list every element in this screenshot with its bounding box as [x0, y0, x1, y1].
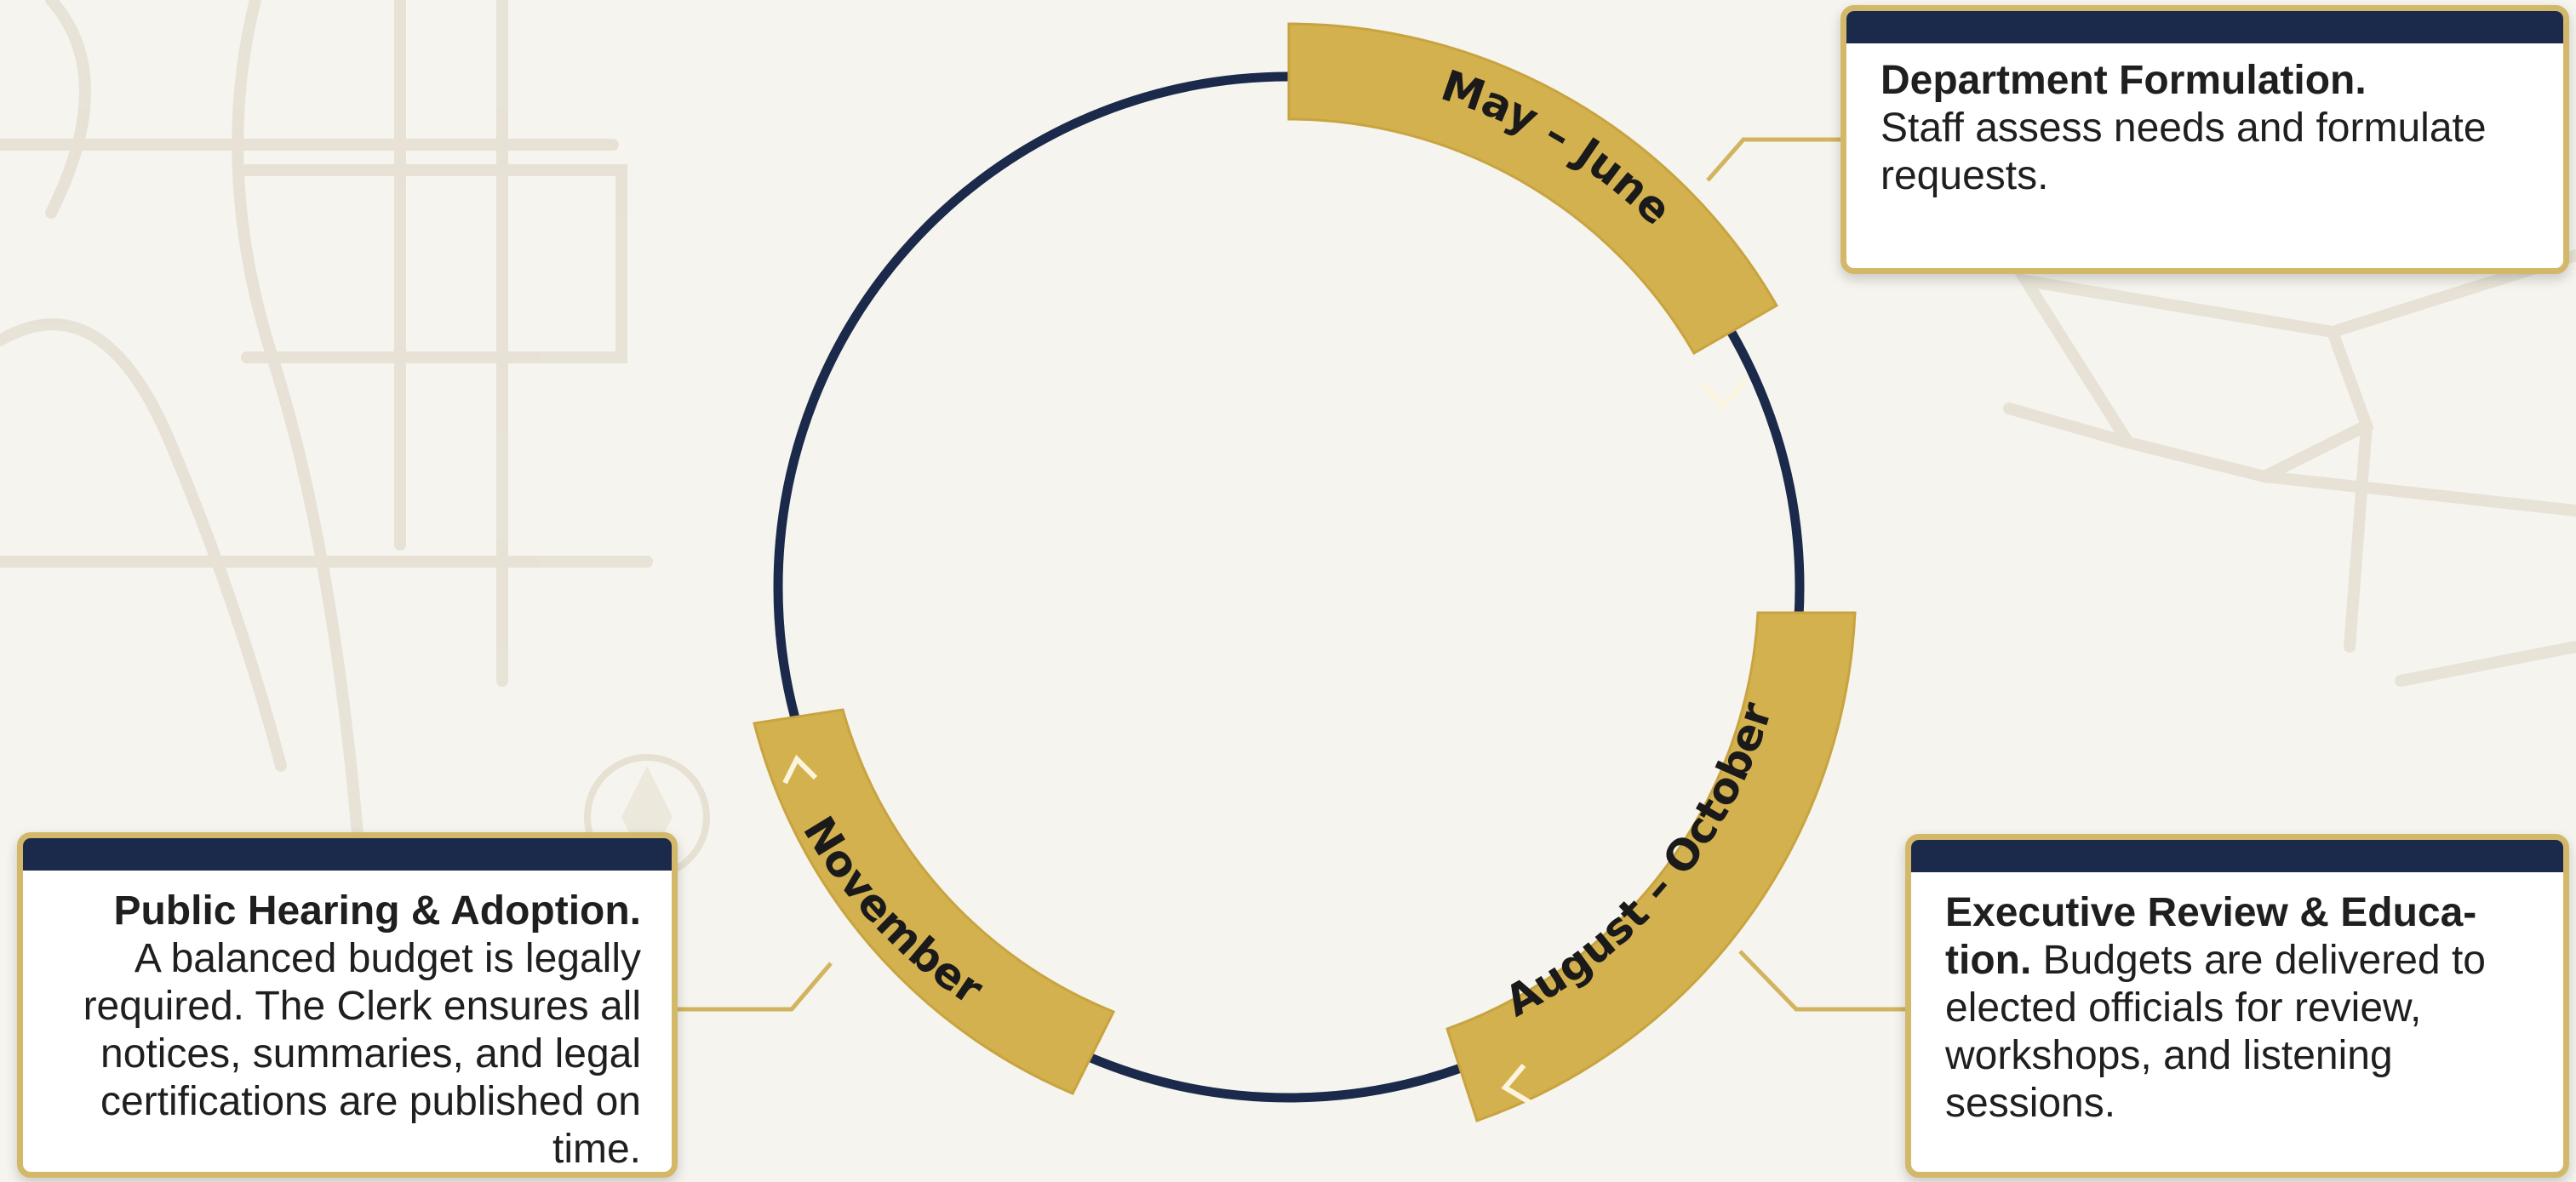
card-header-bar	[23, 838, 672, 871]
card-body: A balanced budget is legally required. T…	[83, 936, 641, 1172]
card-title: Executive Review & Educa- tion.	[1945, 890, 2477, 983]
card-public-hearing: Public Hearing & Adoption. A balanced bu…	[17, 832, 678, 1178]
card-body: Staff assess needs and formulate request…	[1880, 106, 2487, 198]
card-text: Department Formulation. Staff assess nee…	[1846, 43, 2563, 200]
card-executive-review: Executive Review & Educa- tion. Budgets …	[1905, 834, 2569, 1178]
card-header-bar	[1846, 11, 2563, 43]
card-title: Department Formulation.	[1880, 58, 2367, 103]
connectors	[678, 137, 1905, 1012]
street-map-background	[0, 0, 2576, 840]
segment-november: November	[753, 708, 1116, 1095]
card-body: Budgets are delivered to elected officia…	[1945, 938, 2486, 1126]
card-text: Executive Review & Educa- tion. Budgets …	[1911, 872, 2563, 1128]
card-department-formulation: Department Formulation. Staff assess nee…	[1840, 5, 2569, 274]
card-text: Public Hearing & Adoption. A balanced bu…	[23, 871, 672, 1172]
segment-august-october: August – October	[1445, 611, 1857, 1122]
chevron-left-icon	[1501, 1064, 1532, 1105]
chevron-down-icon	[1702, 376, 1749, 411]
card-title: Public Hearing & Adoption.	[113, 888, 641, 934]
card-header-bar	[1911, 840, 2563, 872]
chevron-up-icon	[782, 754, 818, 785]
segment-may-june: May – June	[1287, 22, 1779, 411]
